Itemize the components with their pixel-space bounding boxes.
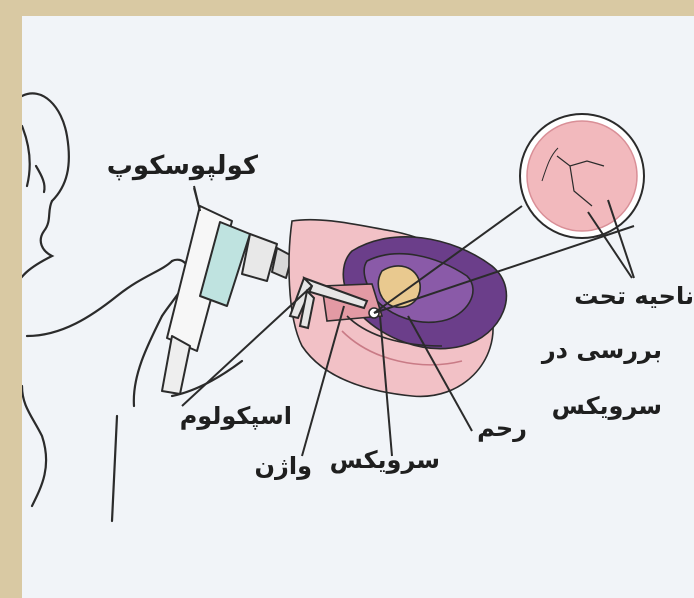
frame-border-left: [0, 0, 22, 598]
label-vagina: واژن: [255, 452, 312, 480]
label-uterus: رحم: [477, 414, 527, 442]
label-speculum: اسپکولوم: [180, 402, 292, 430]
anatomy: [289, 220, 506, 397]
label-cervix: سرویکس: [330, 446, 440, 474]
colposcope-device: [162, 186, 292, 394]
diagram-panel: کولپوسکوپ ناحیه تحت بررسی در سرویکس اسپک…: [22, 16, 694, 598]
frame-border-top: [0, 0, 694, 16]
label-area-line3: سرویکس: [552, 392, 662, 420]
magnified-view: [520, 114, 644, 238]
label-colposcope: کولپوسکوپ: [107, 151, 259, 181]
label-area-line2: بررسی در: [541, 336, 662, 364]
colposcopy-illustration: کولپوسکوپ ناحیه تحت بررسی در سرویکس اسپک…: [22, 16, 694, 598]
label-area-line1: ناحیه تحت: [574, 282, 694, 310]
